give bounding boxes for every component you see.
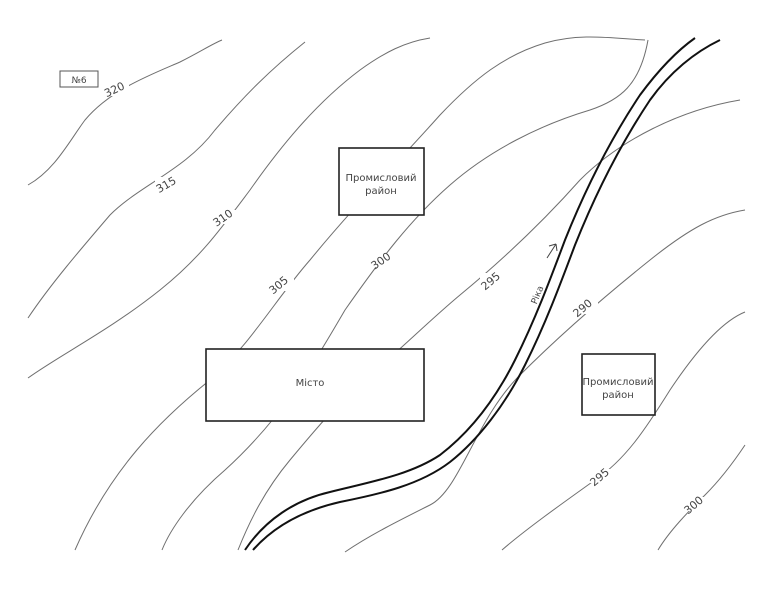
- contour-line-295-upper: [237, 99, 741, 551]
- river-bank-east: [252, 39, 721, 551]
- industrial-zone-east-line-2: район: [602, 390, 634, 401]
- contour-label-305: 305: [267, 274, 294, 297]
- contour-label-320: 320: [102, 79, 129, 100]
- contour-line-300-lower: [657, 444, 746, 551]
- contour-label-295-lower: 295: [588, 466, 615, 489]
- industrial-zone-east-line-1: Промисловий: [583, 377, 654, 388]
- river-flow-arrow: [546, 243, 558, 259]
- contour-line-310: [27, 37, 431, 379]
- contour-line-320: [27, 39, 223, 186]
- contour-label-300-lower: 300: [682, 494, 709, 517]
- contour-line-300-upper: [161, 39, 649, 551]
- sheet-number-box: №6: [59, 70, 99, 88]
- sheet-number-label: №6: [71, 76, 86, 86]
- city-zone-label: Місто: [296, 377, 325, 389]
- contour-label-300-upper: 300: [369, 250, 396, 272]
- contour-line-305: [74, 36, 646, 551]
- contour-label-295-upper: 295: [479, 270, 506, 293]
- contour-line-295-lower: [501, 311, 746, 551]
- industrial-zone-north: Промисловий район: [338, 147, 425, 216]
- contour-label-290: 290: [571, 297, 598, 320]
- contour-line-315: [27, 41, 306, 319]
- river-bank-west: [244, 37, 696, 551]
- industrial-zone-north-line-1: Промисловий: [346, 173, 417, 184]
- contour-label-310: 310: [211, 207, 238, 229]
- industrial-zone-east: Промисловий район: [581, 353, 656, 416]
- contour-label-315: 315: [154, 174, 181, 196]
- industrial-zone-north-line-2: район: [365, 186, 397, 197]
- city-zone: Місто: [205, 348, 425, 422]
